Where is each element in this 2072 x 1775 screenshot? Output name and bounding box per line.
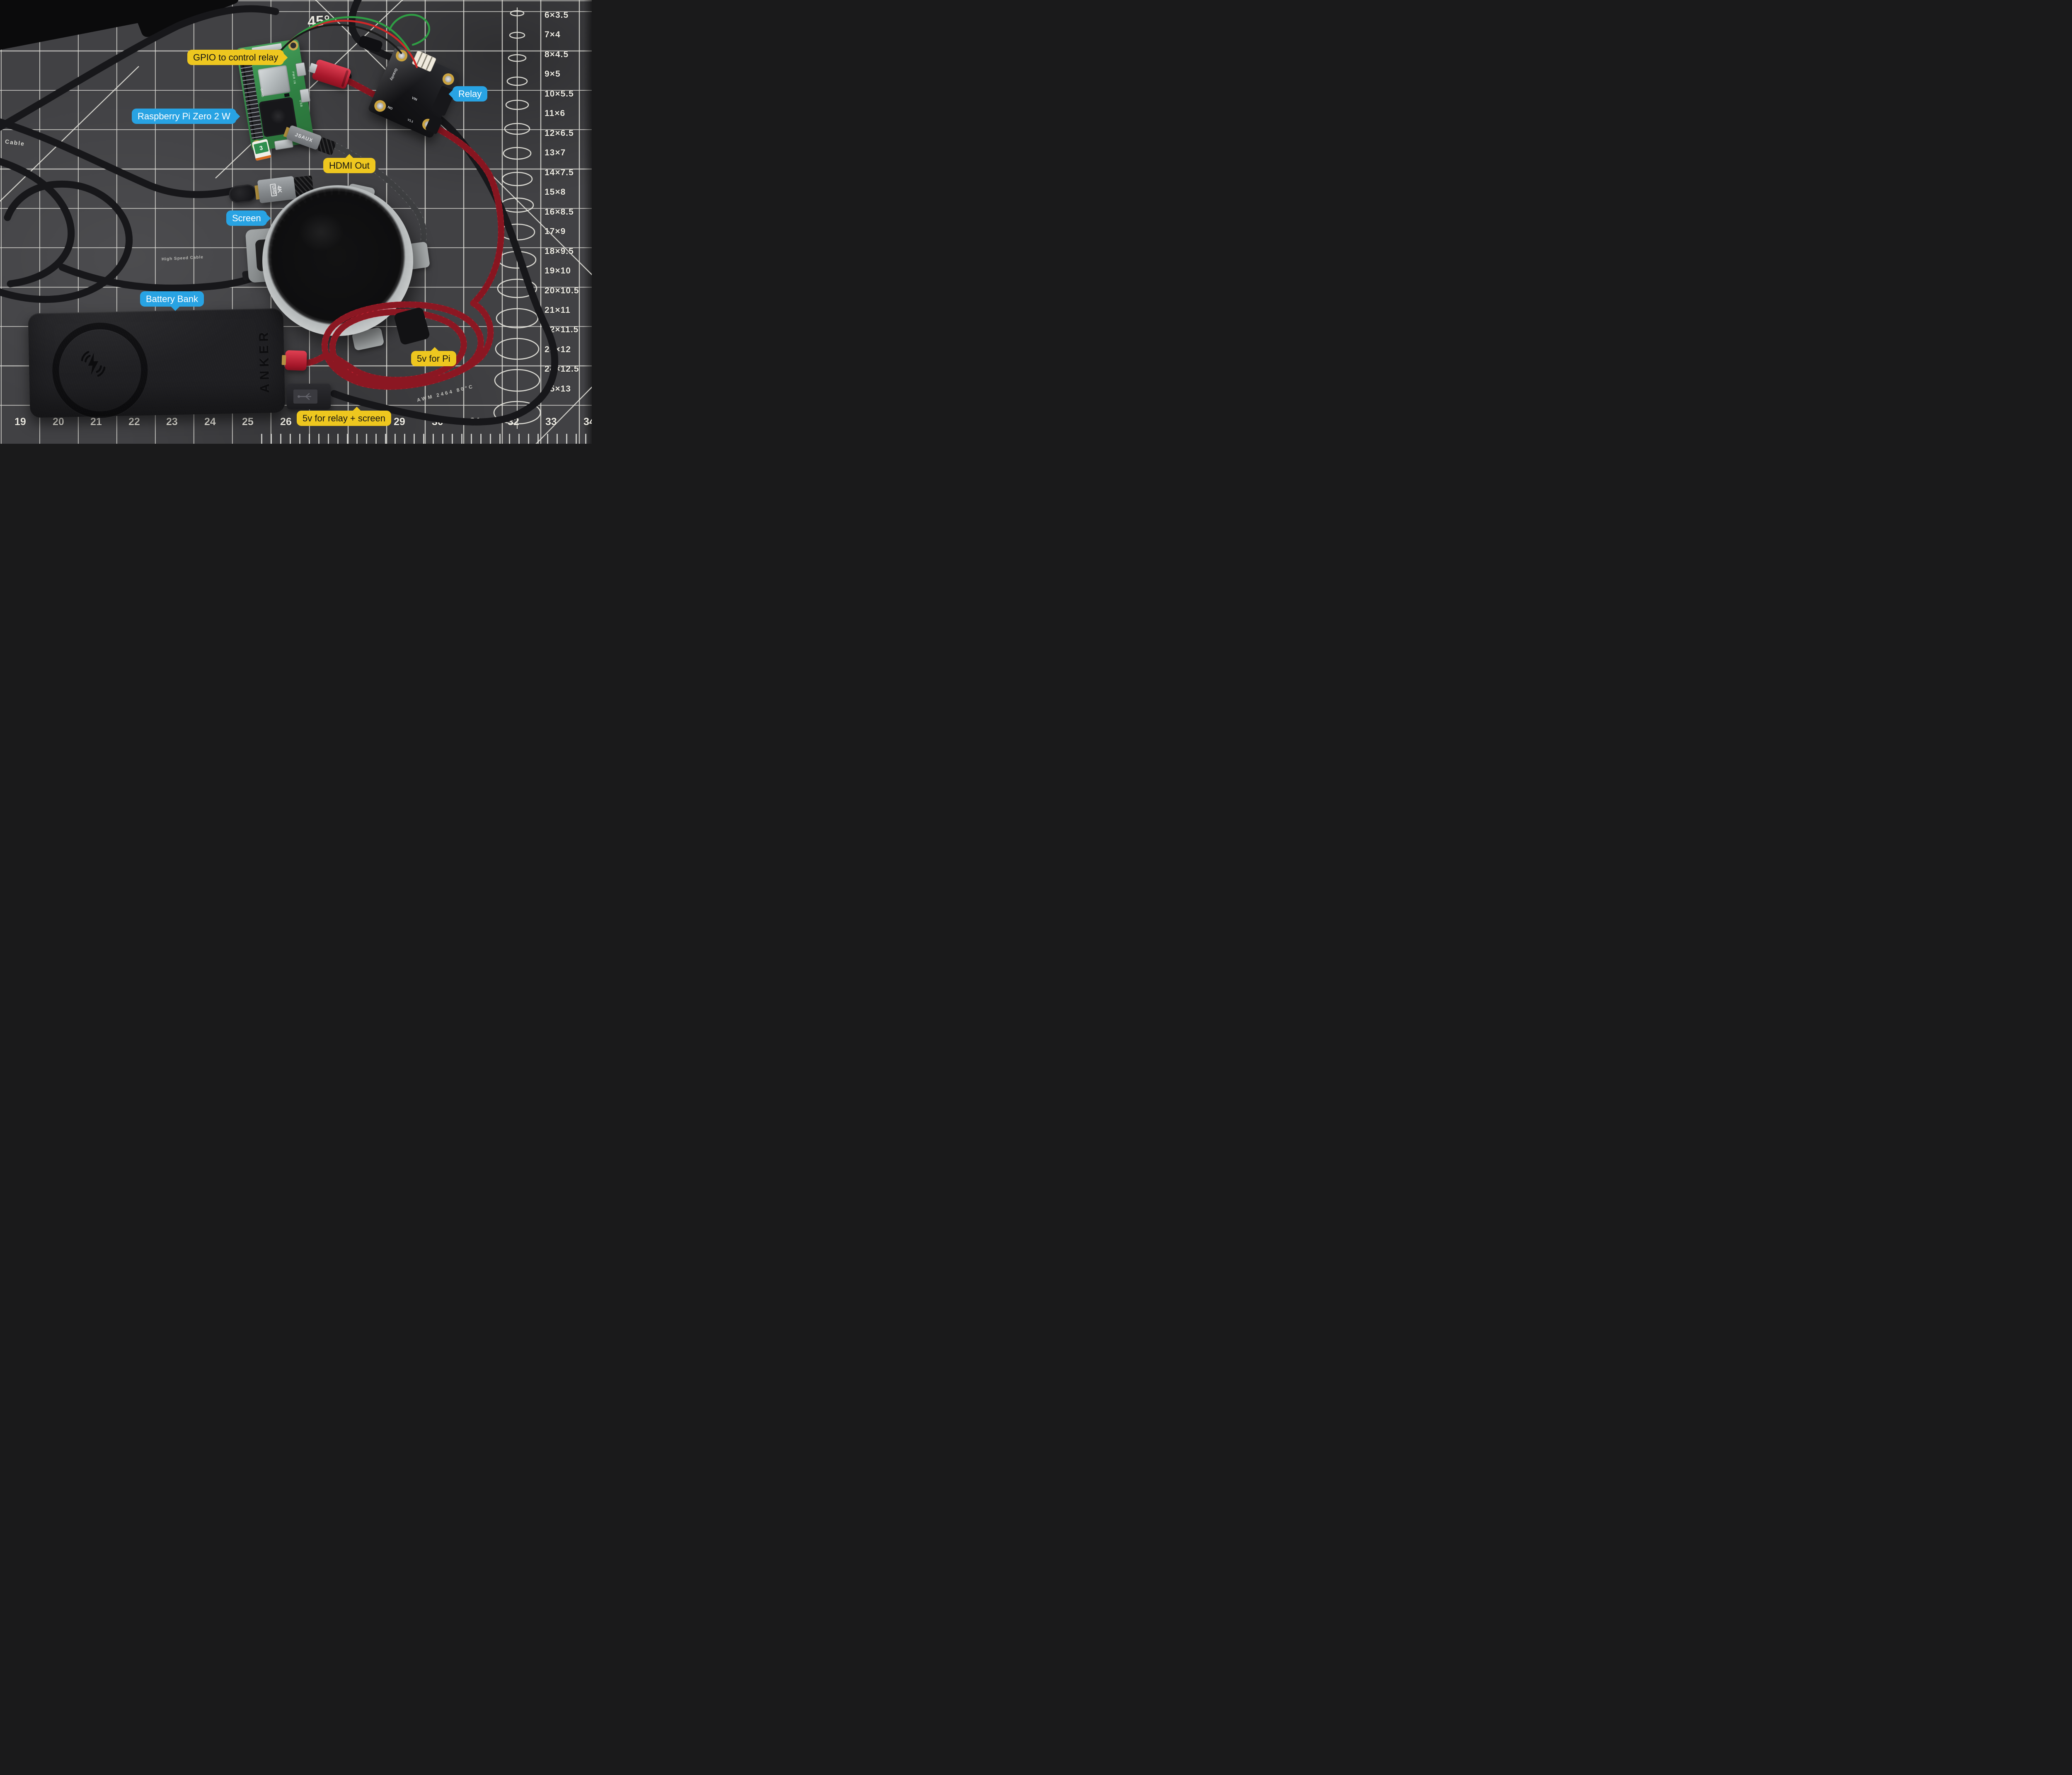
mat-size-marking: 22×11.5 (545, 325, 579, 334)
mat-size-marking: 9×5 (545, 69, 561, 79)
callout-text: HDMI Out (329, 160, 370, 171)
callout-text: Relay (458, 89, 482, 99)
mat-size-marking: 10×5.5 (545, 89, 574, 99)
callout-5v-pi: 5v for Pi (411, 347, 456, 367)
mat-size-marking: 20×10.5 (545, 286, 579, 295)
photo-scene: 45° 6×3.5 7×4 8×4.5 9×5 10×5.5 11×6 12×6… (0, 0, 592, 444)
mat-ruler-number: 20 (53, 416, 64, 428)
callout-text: GPIO to control relay (193, 52, 278, 63)
callout-raspberry-pi: Raspberry Pi Zero 2 W (132, 109, 240, 124)
mat-ruler-number: 21 (90, 416, 102, 428)
usb-a-plug (287, 384, 331, 409)
screen-cable (58, 264, 264, 292)
wave-arcs (81, 351, 106, 377)
mat-size-marking: 7×4 (545, 30, 561, 39)
bolt-icon (88, 353, 99, 375)
mat-size-marking: 6×3.5 (545, 10, 569, 20)
mat-ruler-number: 29 (394, 416, 405, 428)
mat-size-marking: 15×8 (545, 187, 566, 197)
usb-trident-icon (298, 393, 312, 400)
cable-loop (0, 180, 133, 303)
gpio-wires (272, 14, 430, 68)
mat-size-marking: 16×8.5 (545, 207, 574, 217)
mat-ruler-number: 23 (166, 416, 178, 428)
red-cable-coil (290, 300, 494, 390)
mat-size-marking: 11×6 (545, 109, 566, 118)
green-wire-loop (388, 14, 430, 46)
callout-text: Screen (232, 213, 261, 223)
mat-ruler-number: 24 (204, 416, 216, 428)
callout-text: Battery Bank (146, 294, 198, 304)
callout-text: 5v for Pi (417, 353, 450, 364)
gold-collar (281, 355, 286, 365)
wireless-charging-icon (81, 351, 106, 377)
mat-size-marking: 19×10 (545, 266, 571, 276)
diagonal-br (535, 386, 592, 444)
mat-ruler-number: 33 (545, 416, 557, 428)
callout-relay: Relay (448, 86, 488, 102)
mat-ruler-number: 22 (128, 416, 140, 428)
mat-size-marking: 13×7 (545, 148, 566, 157)
callout-5v-relay-screen: 5v for relay + screen (297, 406, 391, 426)
mat-size-marking: 12×6.5 (545, 128, 574, 138)
callout-text: 5v for relay + screen (303, 413, 385, 423)
mat-edge-shadow (583, 0, 592, 444)
mat-ruler-number: 25 (242, 416, 254, 428)
velcro-strap (394, 307, 430, 345)
mat-ruler-ticks (261, 434, 592, 444)
mat-size-marking: 17×9 (545, 227, 566, 236)
callout-screen: Screen (226, 210, 271, 226)
battery-bank: ANKER (28, 308, 286, 419)
cable-loop (0, 157, 75, 288)
mat-size-marking: 21×11 (545, 305, 571, 315)
callout-text: Raspberry Pi Zero 2 W (138, 111, 230, 121)
screen-reflection (298, 212, 344, 252)
black-wire (272, 24, 402, 61)
hdmi-cable (0, 118, 238, 198)
cable-top-exit (0, 5, 279, 131)
braid-texture (290, 300, 494, 390)
mat-ruler-number: 19 (15, 416, 26, 428)
mat-size-marking: 18×9.5 (545, 247, 574, 256)
callout-hdmi-out: HDMI Out (323, 154, 375, 174)
mat-size-marking: 14×7.5 (545, 168, 574, 177)
diagonal-left (0, 66, 139, 202)
mat-ruler-number: 34 (583, 416, 592, 428)
callout-battery-bank: Battery Bank (140, 291, 204, 311)
mat-size-marking: 8×4.5 (545, 50, 569, 59)
callout-gpio: GPIO to control relay (187, 50, 288, 65)
mat-ruler-number: 26 (280, 416, 292, 428)
cable-ferrite (358, 36, 382, 52)
red-usbc-adapter (281, 350, 307, 371)
